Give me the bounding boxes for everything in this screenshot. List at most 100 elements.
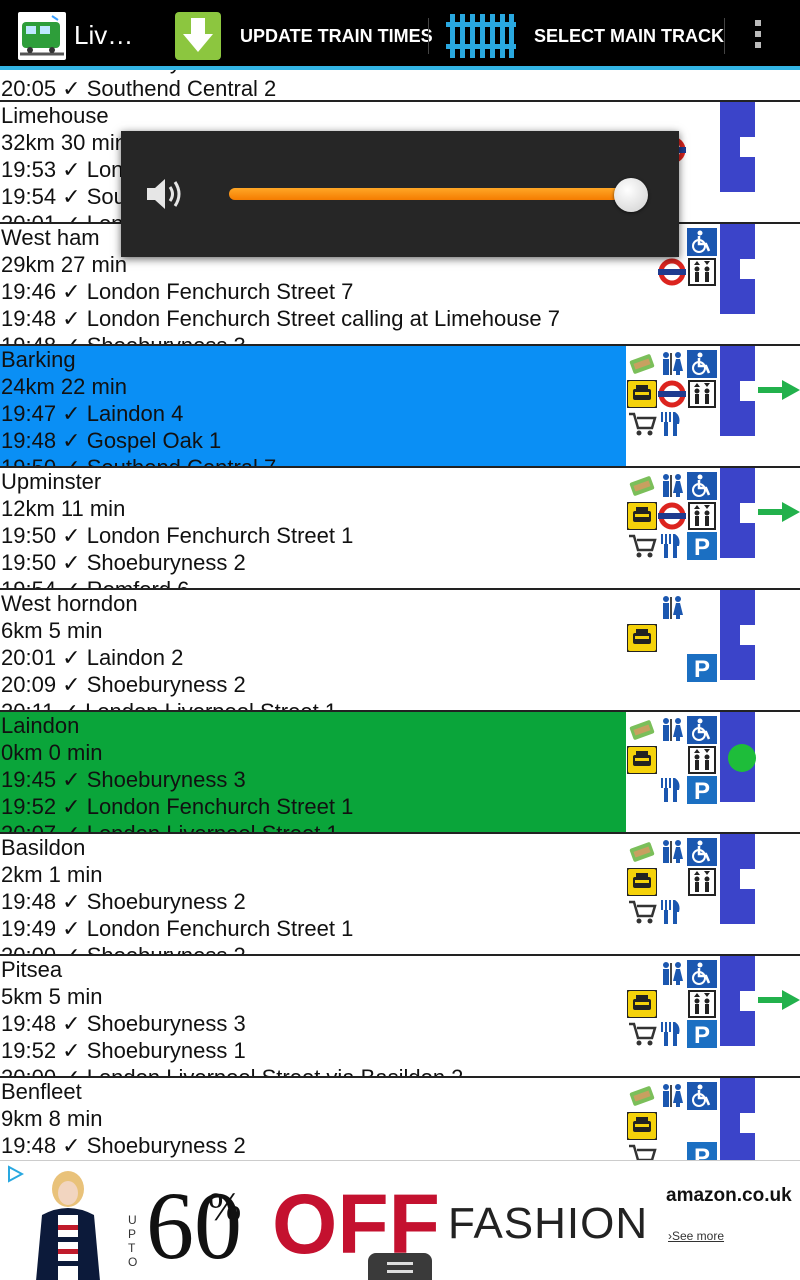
departure-line: 19:46 ✓ London Fenchurch Street 7 — [1, 279, 354, 304]
facility-icons — [626, 834, 718, 954]
station-distance: 5km 5 min — [1, 984, 103, 1009]
departure-line: 19:48 ✓ Shoeburyness 2 — [1, 1133, 246, 1158]
station-name: Pitsea — [1, 957, 63, 982]
wheelchair-icon — [687, 960, 717, 988]
ad-see-more-link[interactable]: ›See more — [668, 1229, 725, 1243]
svg-text:P: P — [694, 778, 710, 804]
station-name: West ham — [1, 225, 100, 250]
departure-line: 19:47 ✓ Laindon 4 — [1, 401, 184, 426]
ad-model-image — [28, 1171, 108, 1280]
wheelchair-icon — [687, 472, 717, 500]
station-distance: 0km 0 min — [1, 740, 103, 765]
food-icon — [657, 776, 687, 804]
ticket-machine-icon — [627, 1082, 657, 1110]
lift-icon — [687, 380, 717, 408]
station-list[interactable]: 20:00 ✓ Shoeburyness 320:05 ✓ Southend C… — [0, 70, 800, 1160]
branch-arrow-icon — [758, 502, 800, 522]
select-main-track-button[interactable]: SELECT MAIN TRACK — [534, 26, 724, 46]
station-name: Laindon — [1, 713, 80, 738]
facility-icons — [626, 346, 718, 466]
overflow-menu-icon[interactable] — [752, 20, 764, 52]
station-distance: 6km 5 min — [1, 618, 103, 643]
taxi-icon — [627, 502, 657, 530]
taxi-icon — [627, 380, 657, 408]
station-row[interactable]: 20:00 ✓ Shoeburyness 320:05 ✓ Southend C… — [0, 70, 800, 100]
action-divider — [724, 18, 725, 54]
app-logo-icon[interactable] — [18, 12, 66, 60]
station-name: West horndon — [1, 591, 138, 616]
ad-percent: 60 — [146, 1172, 242, 1279]
ticket-machine-icon — [627, 838, 657, 866]
departure-line: 20:01 ✓ London — [1, 210, 626, 222]
station-name: Barking — [1, 347, 76, 372]
update-train-times-button[interactable]: UPDATE TRAIN TIMES — [240, 26, 433, 46]
parking-icon: P — [687, 1020, 717, 1048]
departure-line: 19:48 ✓ London Fenchurch Street calling … — [1, 306, 561, 331]
taxi-icon — [627, 990, 657, 1018]
departure-line: 20:09 ✓ Shoeburyness 2 — [1, 672, 246, 697]
underground-icon — [657, 258, 687, 286]
taxi-icon — [627, 746, 657, 774]
departure-line: 19:50 ✓ London Fenchurch Street 1 — [1, 523, 354, 548]
svg-text:P: P — [694, 1022, 710, 1048]
wheelchair-icon — [687, 1082, 717, 1110]
track-segment — [720, 346, 755, 436]
app-title: Liv… — [74, 20, 134, 50]
departure-line: 20:00 ✓ London Liverpool Street via Basi… — [1, 1064, 626, 1076]
ticket-machine-icon — [627, 472, 657, 500]
volume-slider[interactable] — [229, 188, 644, 200]
departure-line: 19:45 ✓ Shoeburyness 3 — [1, 767, 246, 792]
row-divider — [0, 344, 800, 346]
lift-icon — [687, 258, 717, 286]
taxi-icon — [627, 624, 657, 652]
menu-handle-icon[interactable] — [368, 1253, 432, 1280]
underground-icon — [657, 502, 687, 530]
download-arrow-icon[interactable] — [175, 12, 221, 60]
shop-icon — [627, 898, 657, 926]
food-icon — [657, 532, 687, 560]
adchoices-icon[interactable] — [6, 1165, 25, 1183]
branch-arrow-icon — [758, 990, 800, 1010]
station-distance: 24km 22 min — [1, 374, 127, 399]
volume-thumb[interactable] — [614, 178, 648, 212]
parking-icon: P — [687, 776, 717, 804]
action-divider — [428, 18, 429, 54]
ad-fashion: FASHION — [448, 1199, 649, 1248]
shop-icon — [627, 1020, 657, 1048]
lift-icon — [687, 502, 717, 530]
toilets-icon — [657, 960, 687, 988]
toilets-icon — [657, 1082, 687, 1110]
departure-line: 20:07 ✓ London Liverpool Street 1 — [1, 820, 626, 832]
departure-line: 19:48 ✓ Shoeburyness 3 — [1, 1011, 246, 1036]
departure-line: 19:50 ✓ Southend Central 7 — [1, 454, 626, 466]
railway-track-icon[interactable] — [444, 10, 518, 62]
row-divider — [0, 466, 800, 468]
taxi-icon — [627, 868, 657, 896]
departure-line: 19:50 ✓ Shoeburyness 2 — [1, 550, 246, 575]
volume-fill — [229, 188, 644, 200]
track-segment — [720, 102, 755, 192]
facility-icons: P — [626, 590, 718, 710]
departure-line: 19:52 ✓ London Fenchurch Street 1 — [1, 794, 354, 819]
departure-line: 20:00 ✓ Shoeburyness 3 — [1, 70, 626, 75]
station-info: 20:00 ✓ Shoeburyness 320:05 ✓ Southend C… — [0, 70, 626, 100]
ad-percent-sign: % — [208, 1184, 242, 1229]
toilets-icon — [657, 350, 687, 378]
parking-icon: P — [687, 1142, 717, 1160]
station-distance: 29km 27 min — [1, 252, 127, 277]
lift-icon — [687, 746, 717, 774]
row-divider — [0, 588, 800, 590]
row-divider — [0, 1076, 800, 1078]
departure-line: 20:00 ✓ Shoeburyness 2 — [1, 942, 626, 954]
